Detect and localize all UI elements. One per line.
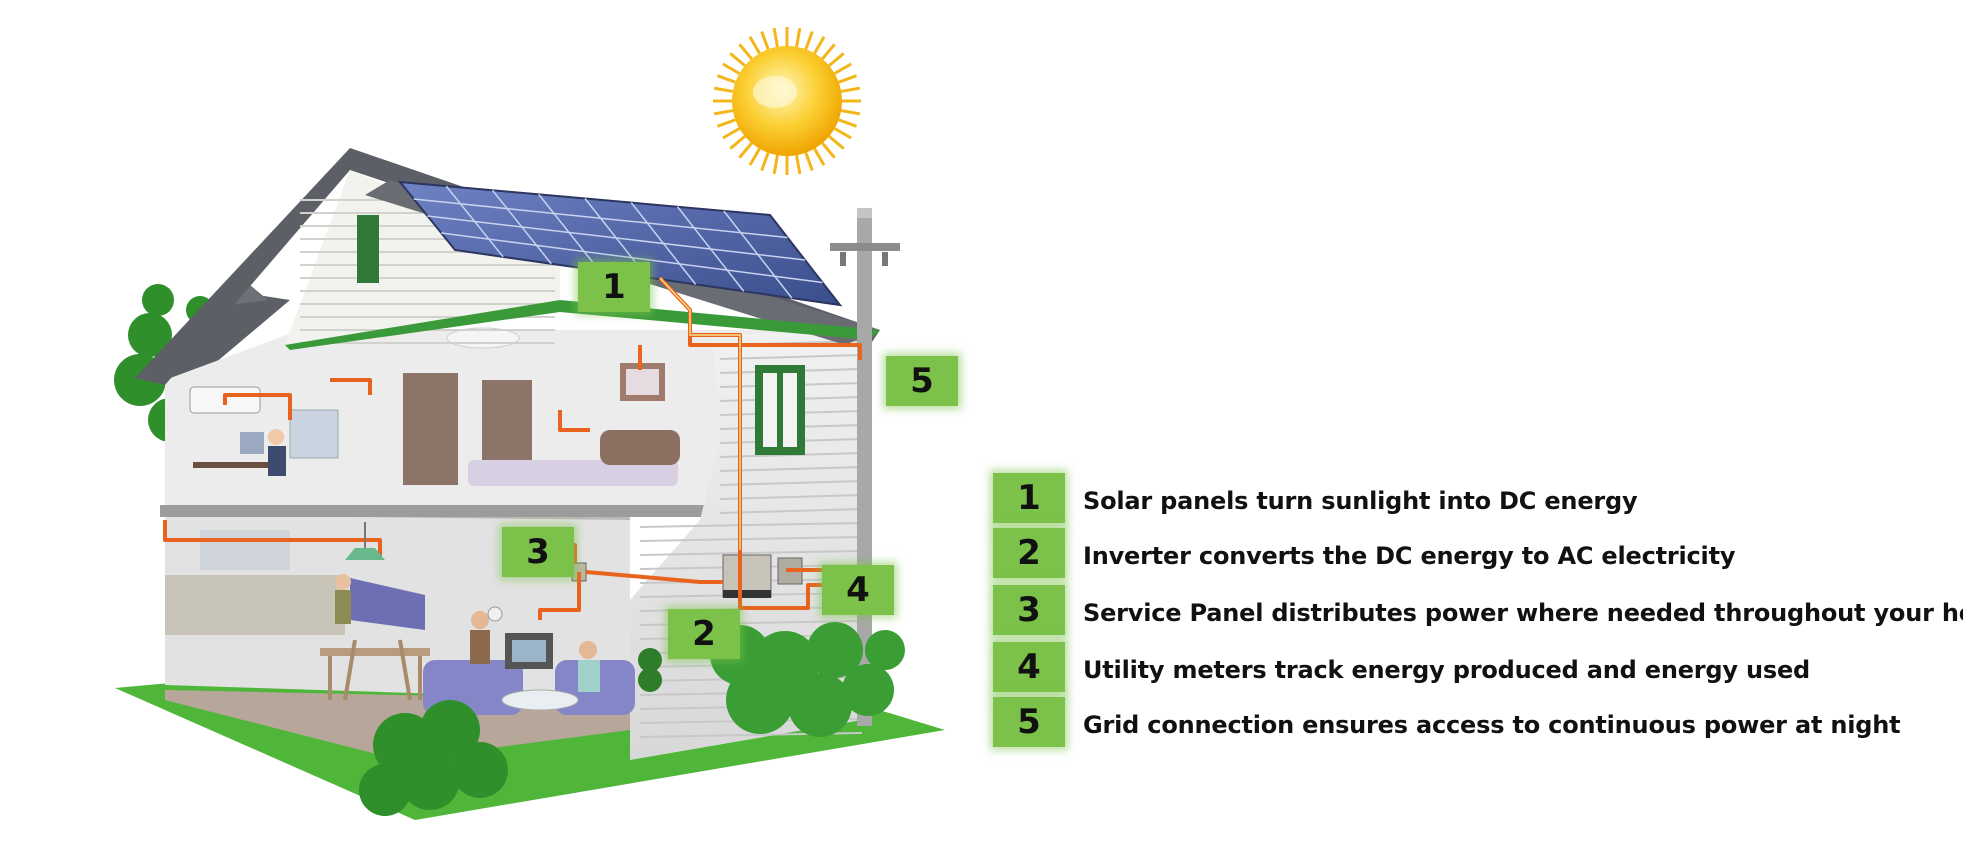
legend-item-4: 4 Utility meters track energy produced a… xyxy=(993,642,1953,702)
legend-item-3: 3 Service Panel distributes power where … xyxy=(993,585,1963,645)
diagram-badge-1: 1 xyxy=(578,262,650,312)
legend-text: Utility meters track energy produced and… xyxy=(1083,656,1811,684)
legend-item-5: 5 Grid connection ensures access to cont… xyxy=(993,697,1953,757)
side-window xyxy=(755,365,805,455)
diagram-badge-4: 4 xyxy=(822,565,894,615)
legend-badge: 3 xyxy=(993,585,1065,635)
diagram-badge-3: 3 xyxy=(502,527,574,577)
legend-item-2: 2 Inverter converts the DC energy to AC … xyxy=(993,528,1953,588)
legend-text: Solar panels turn sunlight into DC energ… xyxy=(1083,487,1638,515)
diagram-badge-5: 5 xyxy=(886,356,958,406)
tree-icon xyxy=(359,700,508,816)
legend-text: Service Panel distributes power where ne… xyxy=(1083,599,1963,627)
diagram-badge-2: 2 xyxy=(668,609,740,659)
sun-icon xyxy=(713,27,861,175)
legend-badge: 1 xyxy=(993,473,1065,523)
legend-badge: 5 xyxy=(993,697,1065,747)
legend-text: Inverter converts the DC energy to AC el… xyxy=(1083,542,1736,570)
gable-vent xyxy=(357,215,379,283)
legend-badge: 4 xyxy=(993,642,1065,692)
legend-badge: 2 xyxy=(993,528,1065,578)
legend-text: Grid connection ensures access to contin… xyxy=(1083,711,1901,739)
legend-item-1: 1 Solar panels turn sunlight into DC ene… xyxy=(993,473,1953,533)
